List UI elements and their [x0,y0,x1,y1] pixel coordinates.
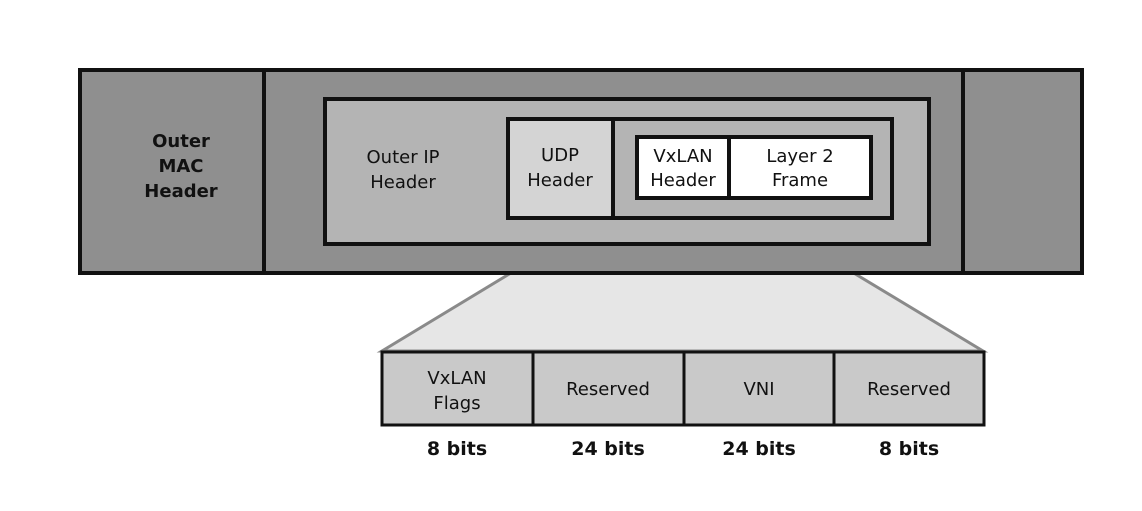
vxlan-field-reserved-8-cell [832,350,986,427]
outer-mac-line-3: Header [144,181,218,202]
vxlan-field-flags-line-1: VxLAN [427,368,486,389]
layer2-line-2: Frame [772,170,828,191]
vxlan-header-fields: VxLAN Flags Reserved VNI Reserved 8 bits… [380,350,986,460]
udp-line-1: UDP [541,145,579,166]
layer2-frame-label: Layer 2 Frame [766,146,833,191]
layer2-frame-cell [727,135,873,200]
vxlan-line-1: VxLAN [653,146,712,167]
vxlan-field-reserved-24-cell [531,350,686,427]
vxlan-line-2: Header [650,170,716,191]
vxlan-field-vni-label: VNI [743,379,774,400]
outer-mac-line-2: MAC [158,156,203,177]
vxlan-header-cell [635,135,731,200]
udp-header-label: UDP Header [527,145,593,191]
outer-ip-header-label: Outer IP Header [367,147,440,193]
udp-line-2: Header [527,170,593,191]
vxlan-field-reserved-8-label: Reserved [867,379,951,400]
vxlan-header-label: VxLAN Header [650,146,716,191]
vxlan-field-flags-line-2: Flags [433,393,480,414]
vxlan-field-reserved-8-bits: 8 bits [879,438,939,460]
outer-mac-line-1: Outer [152,131,210,152]
vxlan-field-vni-bits: 24 bits [722,438,796,460]
layer2-line-1: Layer 2 [766,146,833,167]
outer-ip-line-1: Outer IP [367,147,440,168]
vxlan-field-reserved-24-label: Reserved [566,379,650,400]
udp-header-cell [506,117,615,220]
outer-mac-header-label: Outer MAC Header [144,131,218,202]
vxlan-field-reserved-24-bits: 24 bits [571,438,645,460]
vxlan-field-flags-bits: 8 bits [427,438,487,460]
outer-ip-line-2: Header [370,172,436,193]
